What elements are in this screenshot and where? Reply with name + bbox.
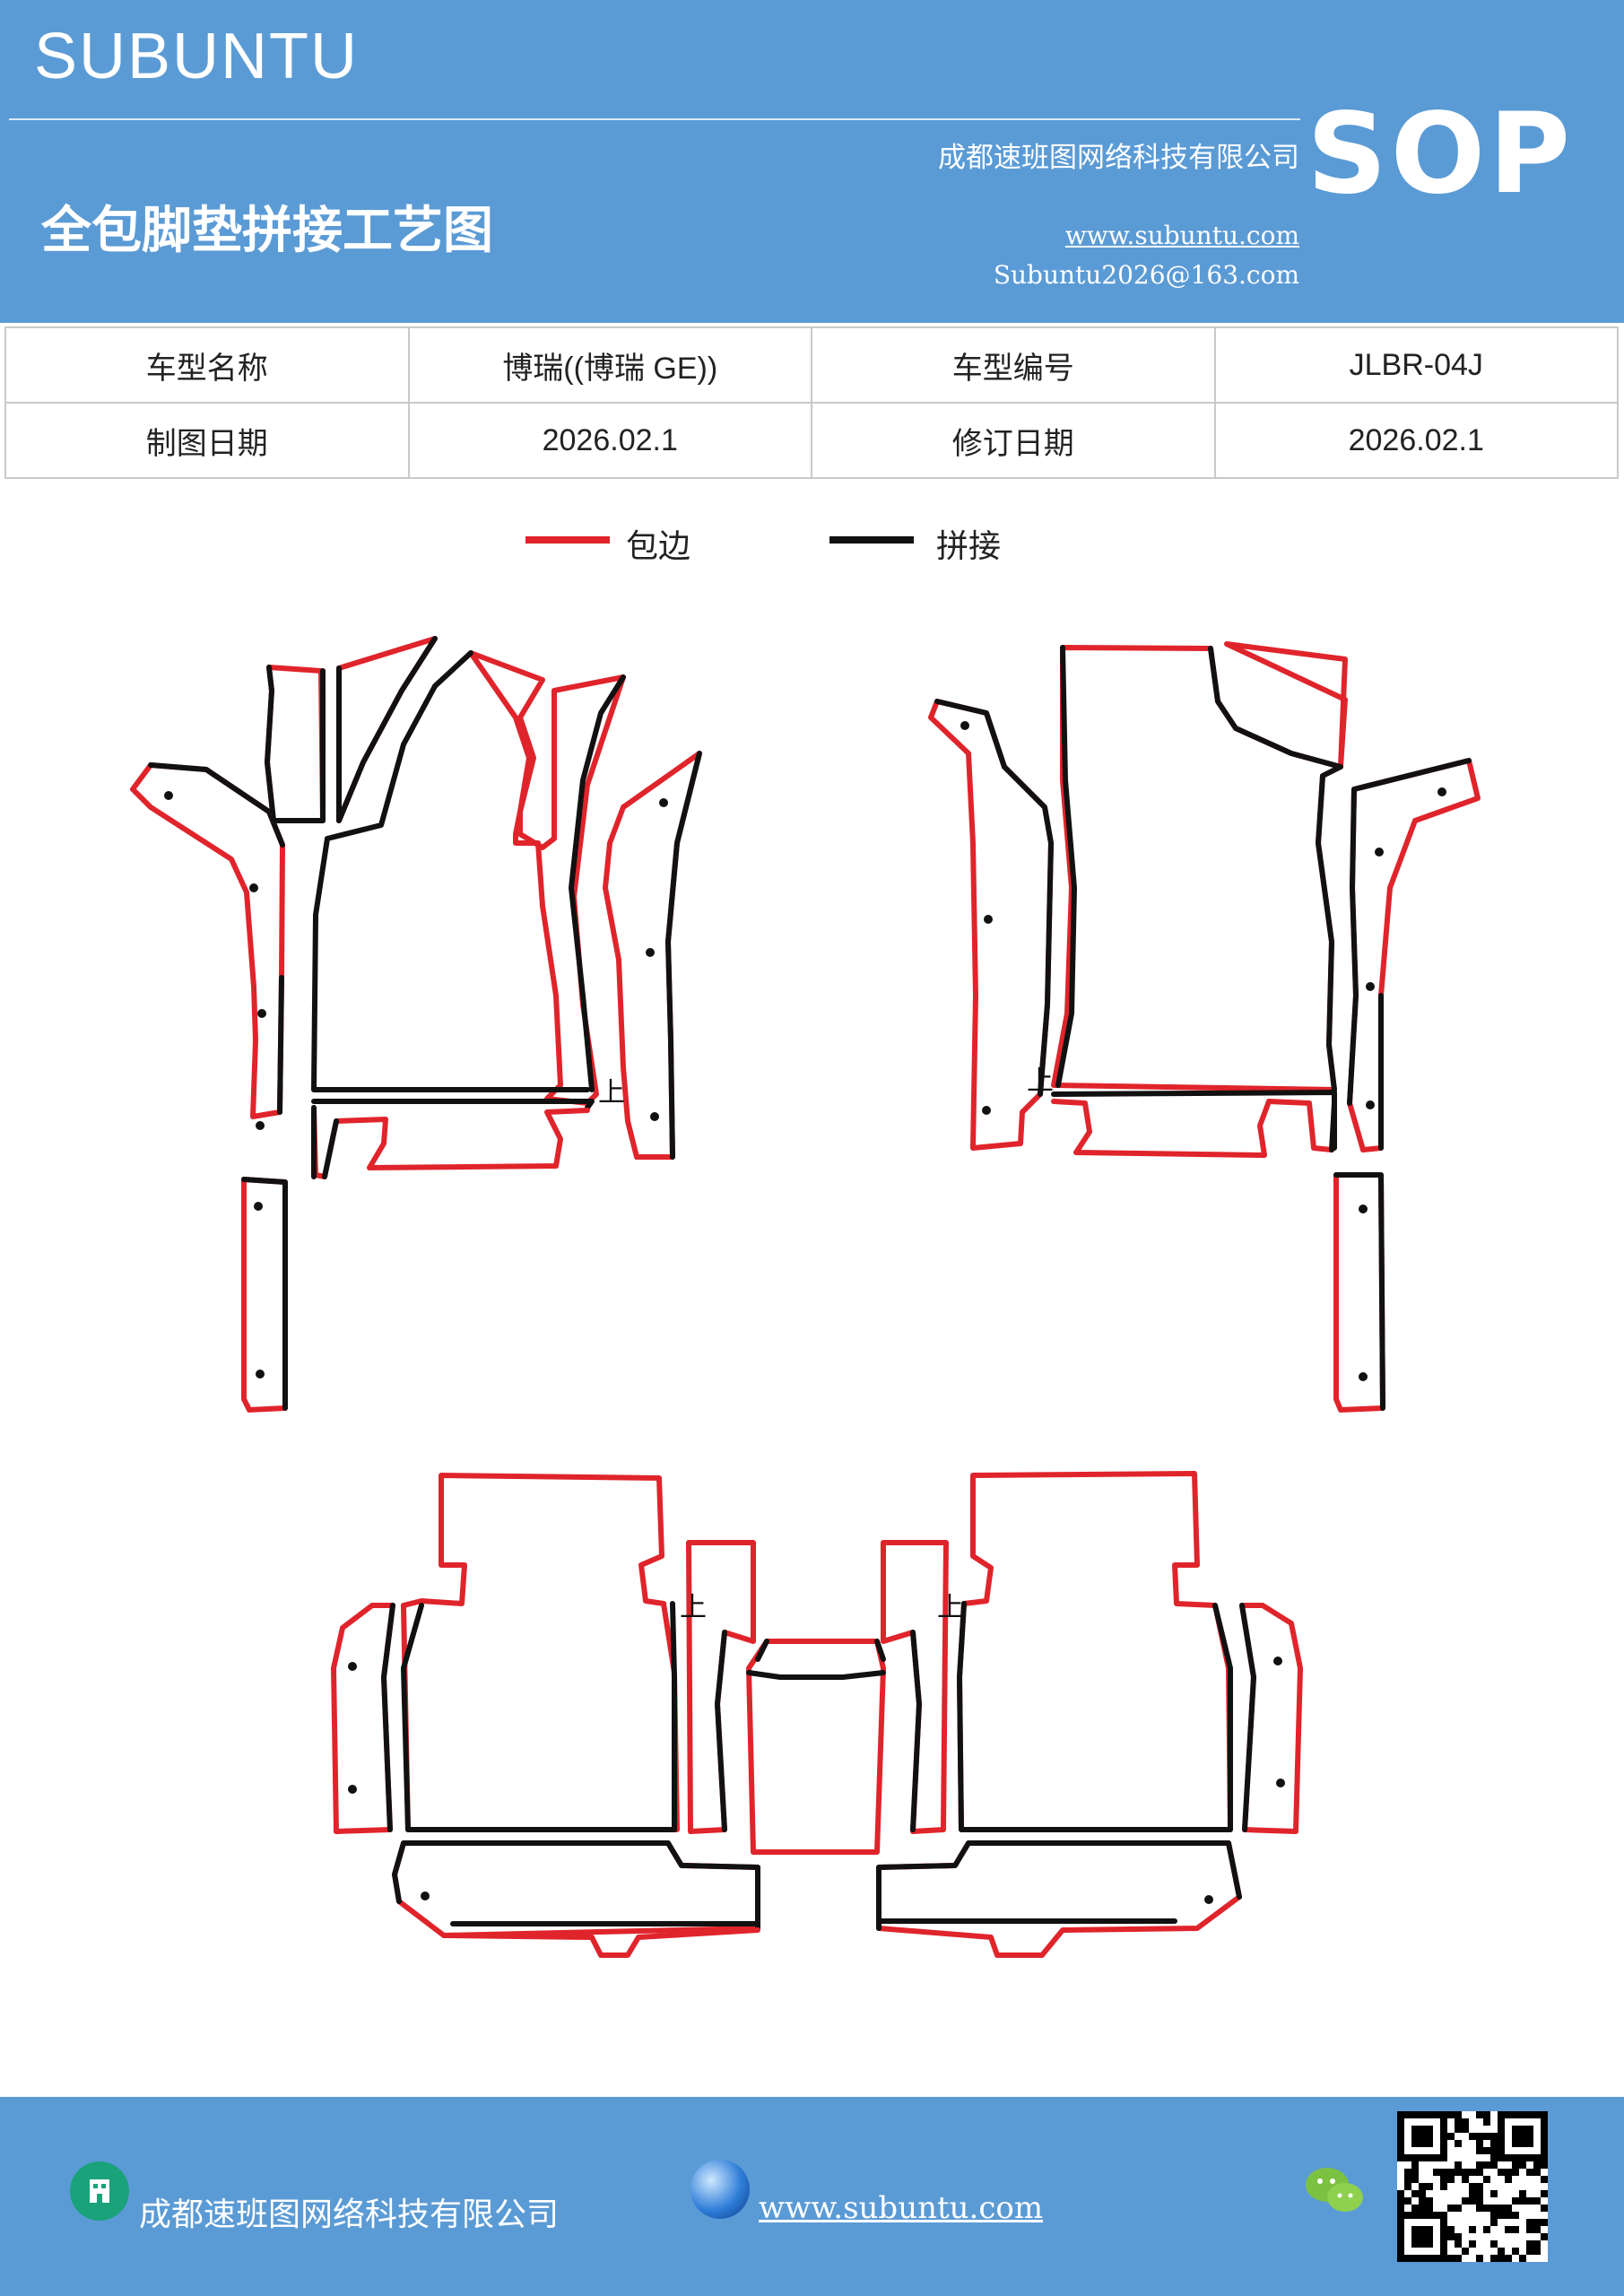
- up-marker: 上: [598, 1077, 625, 1109]
- wechat-icon[interactable]: [1302, 2163, 1367, 2217]
- qr-code[interactable]: [1397, 2111, 1548, 2262]
- edge-swatch: [525, 536, 610, 544]
- table-row: 制图日期 2026.02.1 修订日期 2026.02.1: [4, 402, 1619, 479]
- up-marker: 上: [1027, 1065, 1054, 1097]
- brand-logo-text: SUBUNTU: [34, 21, 360, 92]
- up-marker: 上: [937, 1592, 964, 1623]
- table-row: 车型名称 博瑞((博瑞 GE)) 车型编号 JLBR-04J: [4, 326, 1619, 404]
- footer-website-link[interactable]: www.subuntu.com: [759, 2190, 1044, 2226]
- model-name-label: 车型名称: [4, 326, 410, 404]
- floor-mat-diagram: 上 上 上 上: [130, 636, 1481, 1958]
- footer-company-name: 成都速班图网络科技有限公司: [139, 2196, 560, 2233]
- draw-date-label: 制图日期: [4, 402, 410, 479]
- fixing-dots: [164, 721, 1446, 1904]
- model-code-label: 车型编号: [811, 326, 1216, 404]
- front-right-mat-group: [928, 641, 1481, 1413]
- footer-banner: 成都速班图网络科技有限公司 www.subuntu.com: [0, 2097, 1624, 2296]
- vehicle-info-table: 车型名称 博瑞((博瑞 GE)) 车型编号 JLBR-04J 制图日期 2026…: [4, 326, 1619, 479]
- draw-date-value: 2026.02.1: [407, 402, 812, 479]
- header-email: Subuntu2026@163.com: [993, 260, 1299, 290]
- revision-date-value: 2026.02.1: [1213, 402, 1619, 479]
- rear-mat-group: [331, 1471, 1303, 1958]
- building-icon: [70, 2161, 129, 2221]
- edge-legend-label: 包边: [626, 528, 691, 565]
- up-markers: 上 上 上 上: [598, 1065, 1054, 1623]
- header-company-name: 成都速班图网络科技有限公司: [938, 142, 1299, 174]
- revision-date-label: 修订日期: [811, 402, 1216, 479]
- header-banner: SUBUNTU 成都速班图网络科技有限公司 全包脚垫拼接工艺图 www.subu…: [0, 0, 1624, 323]
- header-website-link[interactable]: www.subuntu.com: [1064, 221, 1299, 250]
- globe-icon: [690, 2160, 750, 2219]
- legend: 包边 拼接: [0, 520, 1624, 574]
- join-legend-label: 拼接: [936, 528, 1002, 565]
- header-divider: [9, 118, 1300, 120]
- model-code-value: JLBR-04J: [1213, 326, 1619, 404]
- front-left-mat-group: [130, 636, 702, 1413]
- model-name-value: 博瑞((博瑞 GE)): [407, 326, 812, 404]
- sop-badge: SOP: [1307, 90, 1574, 219]
- up-marker: 上: [680, 1592, 707, 1623]
- page-title: 全包脚垫拼接工艺图: [41, 201, 493, 260]
- join-swatch: [829, 536, 914, 544]
